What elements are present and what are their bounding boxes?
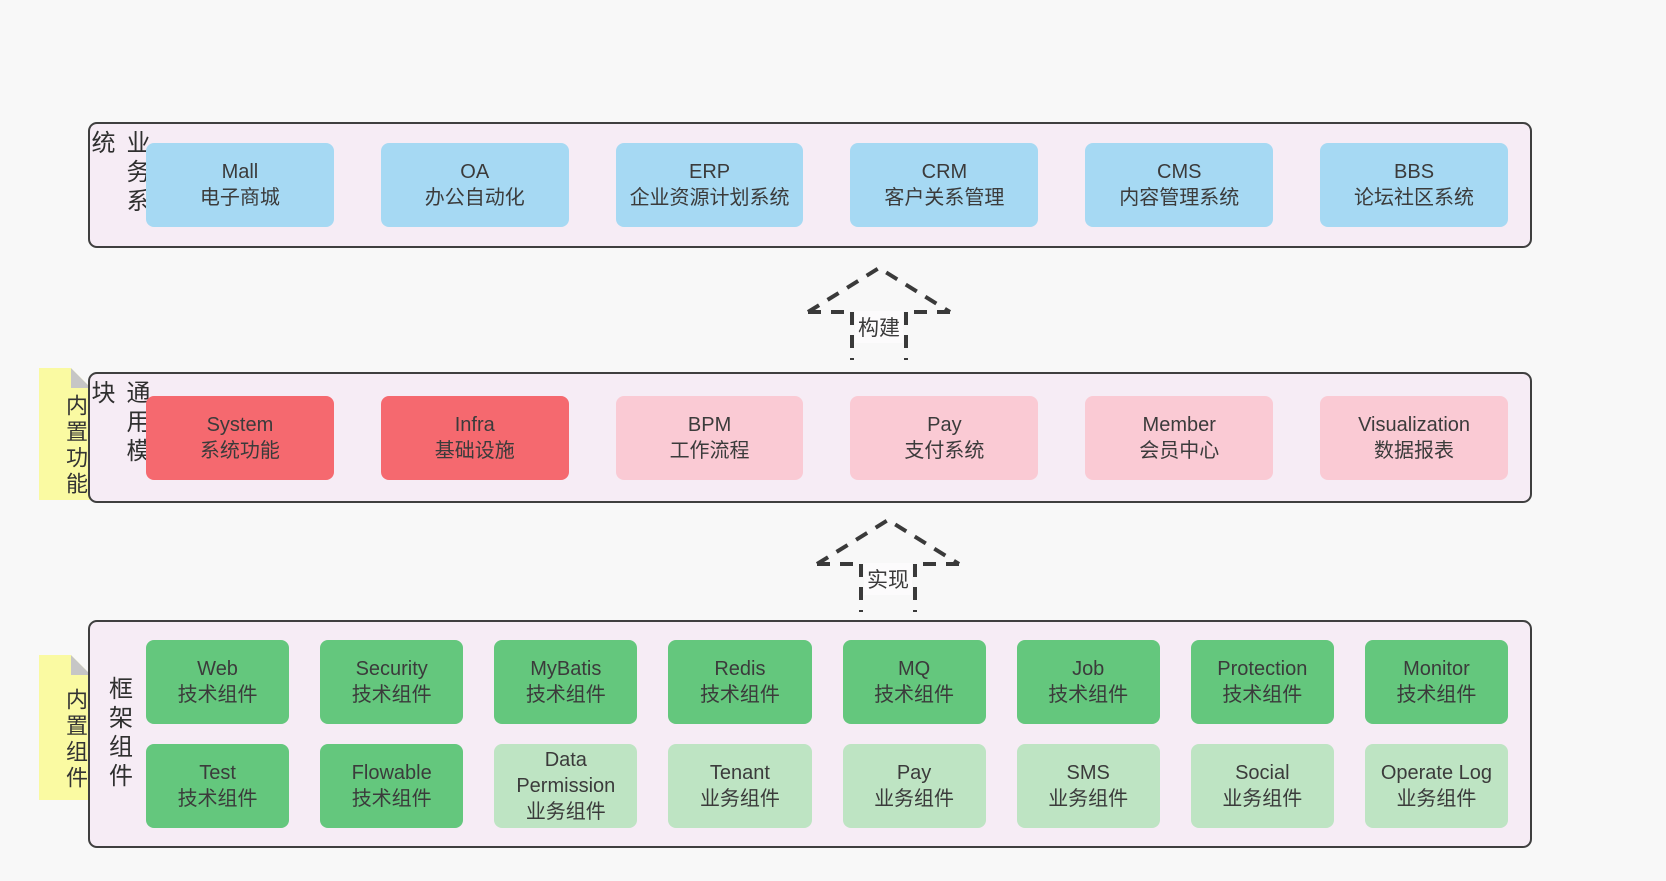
layer-framework-components: 框架组件 Web 技术组件 Security 技术组件 MyBatis 技术组件… (88, 620, 1532, 848)
box-title: MQ (897, 658, 931, 680)
box-title: SMS (1066, 762, 1110, 784)
box-bbs: BBS 论坛社区系统 (1320, 143, 1508, 227)
box-title: Test (199, 762, 236, 784)
box-cms: CMS 内容管理系统 (1085, 143, 1274, 227)
box-title: CRM (921, 161, 968, 183)
box-subtitle: 技术组件 (699, 684, 780, 706)
box-title: Flowable (351, 762, 432, 784)
box-subtitle: 业务组件 (1222, 788, 1303, 810)
box-title: Social (1235, 762, 1290, 784)
box-subtitle: 内容管理系统 (1119, 187, 1240, 209)
box-subtitle: 业务组件 (1048, 788, 1129, 810)
arrow-implement: 实现 (813, 516, 963, 612)
box-job: Job 技术组件 (1016, 640, 1160, 724)
box-subtitle: 业务组件 (525, 801, 606, 823)
box-flowable: Flowable 技术组件 (320, 744, 464, 828)
box-subtitle: 电子商城 (199, 187, 280, 209)
layer-common-modules: 通用模块 System 系统功能 Infra 基础设施 BPM 工作流程 Pay… (87, 372, 1532, 503)
box-subtitle: 业务组件 (699, 788, 780, 810)
box-test: Test 技术组件 (146, 744, 290, 828)
box-infra: Infra 基础设施 (380, 395, 569, 480)
box-title: Protection (1217, 658, 1308, 680)
box-subtitle: 技术组件 (1048, 684, 1129, 706)
box-visualization: Visualization 数据报表 (1320, 395, 1508, 480)
box-subtitle: 办公自动化 (424, 187, 525, 209)
note-label: 内置功能 (63, 394, 88, 498)
box-member: Member 会员中心 (1085, 395, 1274, 480)
box-title: Job (1072, 658, 1105, 680)
box-subtitle: 会员中心 (1139, 439, 1220, 462)
box-title: BPM (687, 413, 732, 436)
box-redis: Redis 技术组件 (668, 640, 812, 724)
box-subtitle: 技术组件 (177, 684, 258, 706)
box-pay-business: Pay 业务组件 (842, 744, 986, 828)
arrow-build: 构建 (804, 264, 954, 360)
box-title: Infra (454, 413, 495, 436)
box-subtitle: 工作流程 (669, 439, 750, 462)
box-title: CMS (1157, 161, 1202, 183)
box-mybatis: MyBatis 技术组件 (494, 640, 638, 724)
box-title: Operate Log (1380, 762, 1493, 784)
box-crm: CRM 客户关系管理 (850, 143, 1039, 227)
box-subtitle: 基础设施 (434, 439, 515, 462)
box-subtitle: 业务组件 (1396, 788, 1477, 810)
box-data-permission: Data Permission 业务组件 (494, 744, 638, 828)
box-operate-log: Operate Log 业务组件 (1364, 744, 1508, 828)
box-web: Web 技术组件 (146, 640, 290, 724)
box-subtitle: 技术组件 (177, 788, 258, 810)
layer-components-label: 框架组件 (104, 676, 132, 792)
arrow-implement-label: 实现 (864, 563, 912, 595)
box-social: Social 业务组件 (1190, 744, 1334, 828)
note-built-in-components: 内置组件 (39, 655, 91, 800)
box-title: Mall (221, 161, 259, 183)
box-title: MyBatis (530, 658, 602, 680)
box-subtitle: 支付系统 (904, 439, 985, 462)
box-title: Pay (927, 413, 962, 436)
box-subtitle: 数据报表 (1374, 439, 1455, 462)
box-title: BBS (1394, 161, 1435, 183)
box-title: Security (355, 658, 428, 680)
box-title: Redis (714, 658, 766, 680)
box-title: Web (197, 658, 238, 680)
box-subtitle: 技术组件 (525, 684, 606, 706)
note-built-in-features: 内置功能 (39, 368, 91, 500)
box-mall: Mall 电子商城 (146, 143, 334, 227)
box-title: OA (460, 161, 490, 183)
box-title: Data Permission (516, 749, 616, 797)
layer-business-systems: 业务系统 Mall 电子商城 OA 办公自动化 ERP 企业资源计划系统 CRM… (87, 122, 1532, 248)
arrow-build-label: 构建 (855, 311, 903, 343)
box-title: Member (1142, 413, 1216, 436)
box-subtitle: 技术组件 (351, 684, 432, 706)
box-title: ERP (689, 161, 731, 183)
box-erp: ERP 企业资源计划系统 (615, 143, 804, 227)
box-subtitle: 系统功能 (199, 439, 280, 462)
box-mq: MQ 技术组件 (842, 640, 986, 724)
box-title: Tenant (709, 762, 770, 784)
box-title: Pay (896, 762, 932, 784)
layer-business-label: 业务系统 (87, 130, 149, 217)
box-protection: Protection 技术组件 (1190, 640, 1334, 724)
box-title: System (206, 413, 274, 436)
note-label: 内置组件 (63, 687, 88, 792)
box-subtitle: 技术组件 (351, 788, 432, 810)
box-subtitle: 论坛社区系统 (1354, 187, 1475, 209)
box-pay: Pay 支付系统 (850, 395, 1039, 480)
box-subtitle: 技术组件 (1396, 684, 1477, 706)
box-sms: SMS 业务组件 (1016, 744, 1160, 828)
box-subtitle: 业务组件 (874, 788, 955, 810)
box-subtitle: 客户关系管理 (884, 187, 1005, 209)
box-title: Monitor (1403, 658, 1470, 680)
box-subtitle: 企业资源计划系统 (629, 187, 790, 209)
box-monitor: Monitor 技术组件 (1364, 640, 1508, 724)
layer-modules-label: 通用模块 (87, 380, 149, 467)
box-title: Visualization (1358, 413, 1471, 436)
box-tenant: Tenant 业务组件 (668, 744, 812, 828)
box-subtitle: 技术组件 (1222, 684, 1303, 706)
box-oa: OA 办公自动化 (380, 143, 569, 227)
box-security: Security 技术组件 (320, 640, 464, 724)
box-subtitle: 技术组件 (874, 684, 955, 706)
box-bpm: BPM 工作流程 (615, 395, 804, 480)
box-system: System 系统功能 (146, 395, 334, 480)
